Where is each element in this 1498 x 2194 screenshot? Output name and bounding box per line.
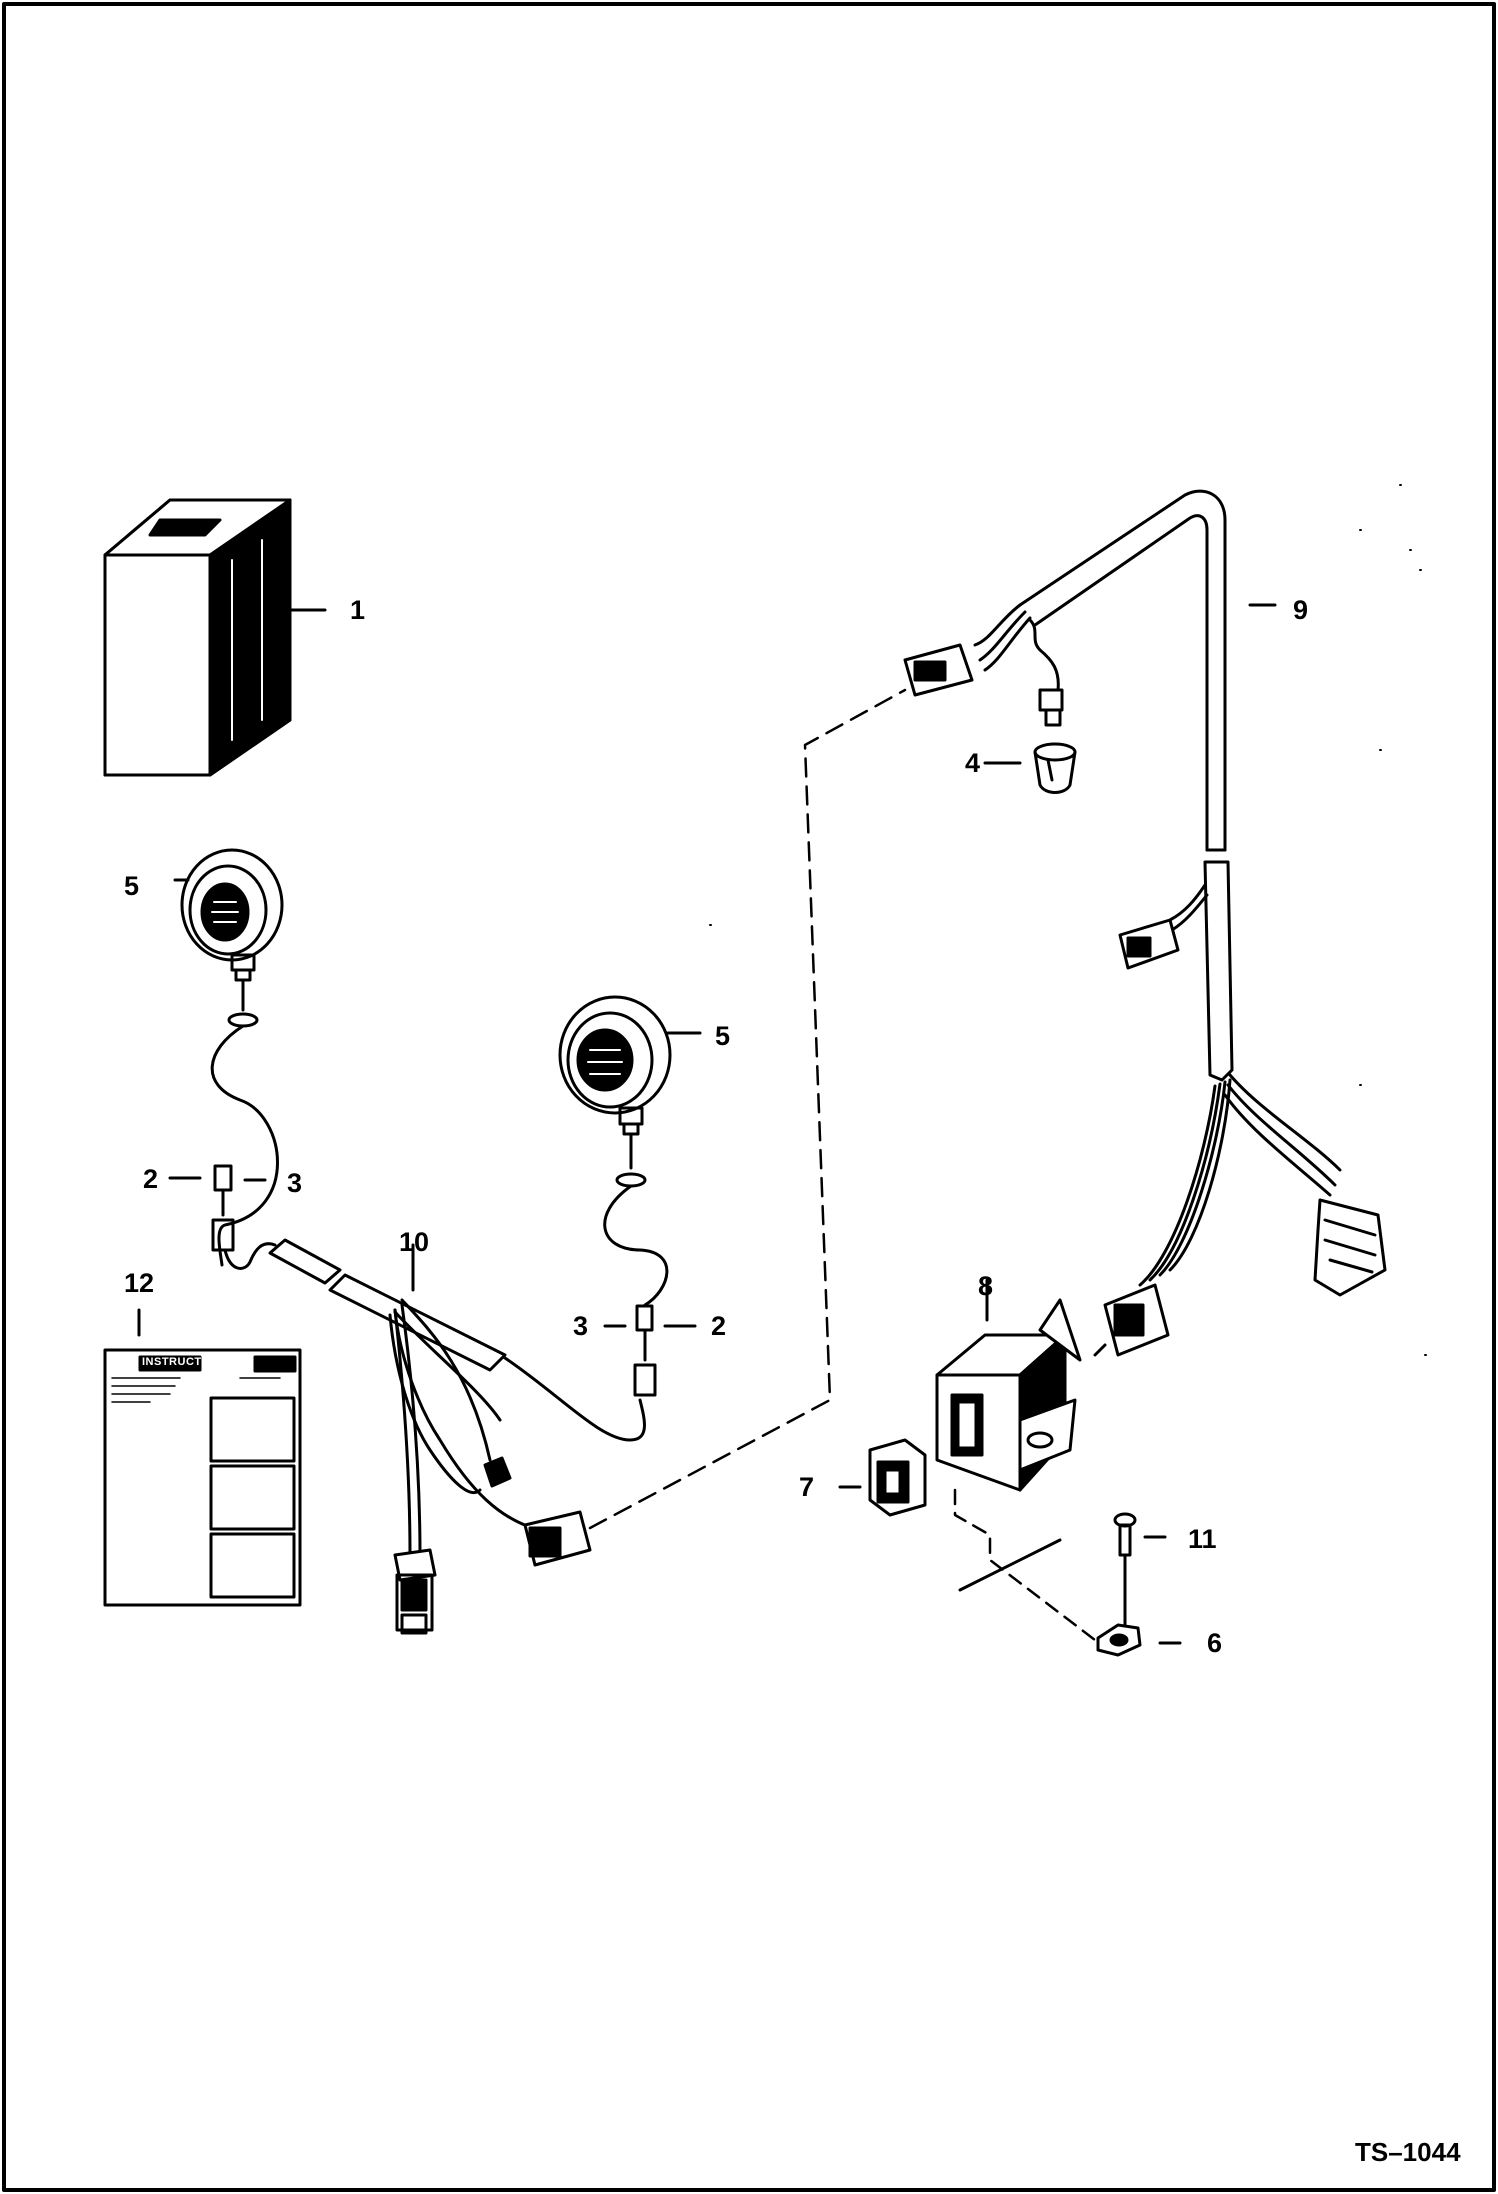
part-2-3-connector-left [168,1164,277,1270]
part-1-box [103,498,327,777]
callout-1: 1 [350,595,366,625]
callout-7: 7 [799,1472,815,1502]
part-10-harness [268,1238,646,1635]
scan-dots [709,484,1427,1356]
callout-4: 4 [965,748,981,778]
figure-reference: TS–1044 [1355,2137,1461,2167]
instruction-sheet-title: INSTRUCTIONS [142,1356,231,1368]
callout-11: 11 [1188,1524,1217,1554]
connection-leader [588,688,907,1530]
callout-2-left: 2 [143,1164,159,1194]
callout-5-left: 5 [124,871,140,901]
callout-3-right: 3 [573,1311,589,1341]
part-2-3-connector-right [603,1304,697,1397]
callout-9: 9 [1293,595,1309,625]
part-5-work-light-right [558,995,702,1307]
part-11-screw [1113,1512,1167,1557]
callout-8: 8 [978,1271,994,1301]
callout-2-right: 2 [711,1311,727,1341]
callout-6: 6 [1207,1628,1223,1658]
part-9-harness [903,489,1387,1357]
callout-3-left: 3 [287,1168,303,1198]
part-4-bulb [983,708,1077,794]
part-6-nut [953,1488,1182,1657]
part-5-work-light-left [173,848,284,1267]
callout-12: 12 [124,1268,155,1298]
part-8-bracket [935,1278,1082,1492]
part-7-switch [838,1438,927,1517]
callout-5-right: 5 [715,1021,731,1051]
callout-10: 10 [399,1227,430,1257]
part-12-instruction-sheet [103,1308,302,1607]
